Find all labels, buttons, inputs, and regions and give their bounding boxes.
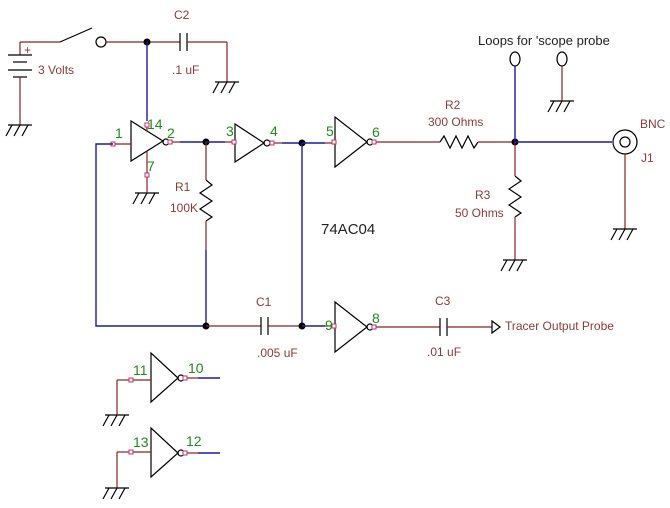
inverter-5: 11 10 [116,351,220,415]
pin-13: 13 [133,434,149,450]
bnc-type: BNC [640,117,666,131]
pin-10: 10 [188,360,204,376]
ground-bnc [610,228,637,241]
capacitor-c1: C1 .005 uF [206,295,302,360]
c2-ref: C2 [174,8,190,22]
resistor-r2: R2 300 Ohms [404,98,515,150]
resistor-r3: R3 50 Ohms [455,142,523,260]
capacitor-c3: C3 .01 uF [398,294,501,359]
inverter-4: 9 8 [325,300,398,354]
pin-9: 9 [325,317,333,333]
pin-2: 2 [167,125,175,141]
c3-value: .01 uF [427,345,461,359]
r3-ref: R3 [475,188,491,202]
battery-label: 3 Volts [38,63,74,77]
pin-4: 4 [270,123,278,139]
ground-c2 [212,81,239,94]
c1-ref: C1 [256,295,272,309]
probe-loops [509,51,574,142]
r2-value: 300 Ohms [428,115,483,129]
pin-3: 3 [226,123,234,139]
r3-value: 50 Ohms [455,206,504,220]
pin-7: 7 [147,158,155,174]
battery-plus: + [24,43,31,57]
output-label: Tracer Output Probe [505,319,614,333]
pin-1: 1 [115,125,123,141]
r2-ref: R2 [445,98,461,112]
resistor-r1: R1 100K [170,142,214,326]
bnc-ref: J1 [641,151,654,165]
inverter-3: 5 6 [325,115,404,169]
capacitor-c2: C2 .1 uF [147,8,228,82]
probe-loops-label: Loops for 'scope probe [478,33,610,48]
pin-14: 14 [147,116,163,132]
ground-pin13 [102,487,129,500]
pin-8: 8 [372,310,380,326]
c3-ref: C3 [435,294,451,308]
c1-value: .005 uF [257,346,298,360]
pin-11: 11 [133,362,148,378]
inverter-2: 3 4 [225,122,282,164]
pin-5: 5 [326,123,334,139]
ic-part-number: 74AC04 [321,221,375,238]
r1-ref: R1 [175,180,191,194]
inverter-6: 13 12 [116,426,220,488]
pin-6: 6 [372,124,380,140]
pin-12: 12 [186,433,202,449]
inverter-1: 1 14 2 7 [110,116,180,178]
ground-pin11 [102,414,129,427]
ground-r3 [500,259,527,272]
battery: + 3 Volts [8,41,74,125]
ground-pin7 [132,178,159,205]
r1-value: 100K [170,201,198,215]
power-switch [59,27,147,48]
bnc-connector: BNC J1 [612,117,666,229]
c2-value: .1 uF [172,63,199,77]
ground-battery [5,124,32,137]
